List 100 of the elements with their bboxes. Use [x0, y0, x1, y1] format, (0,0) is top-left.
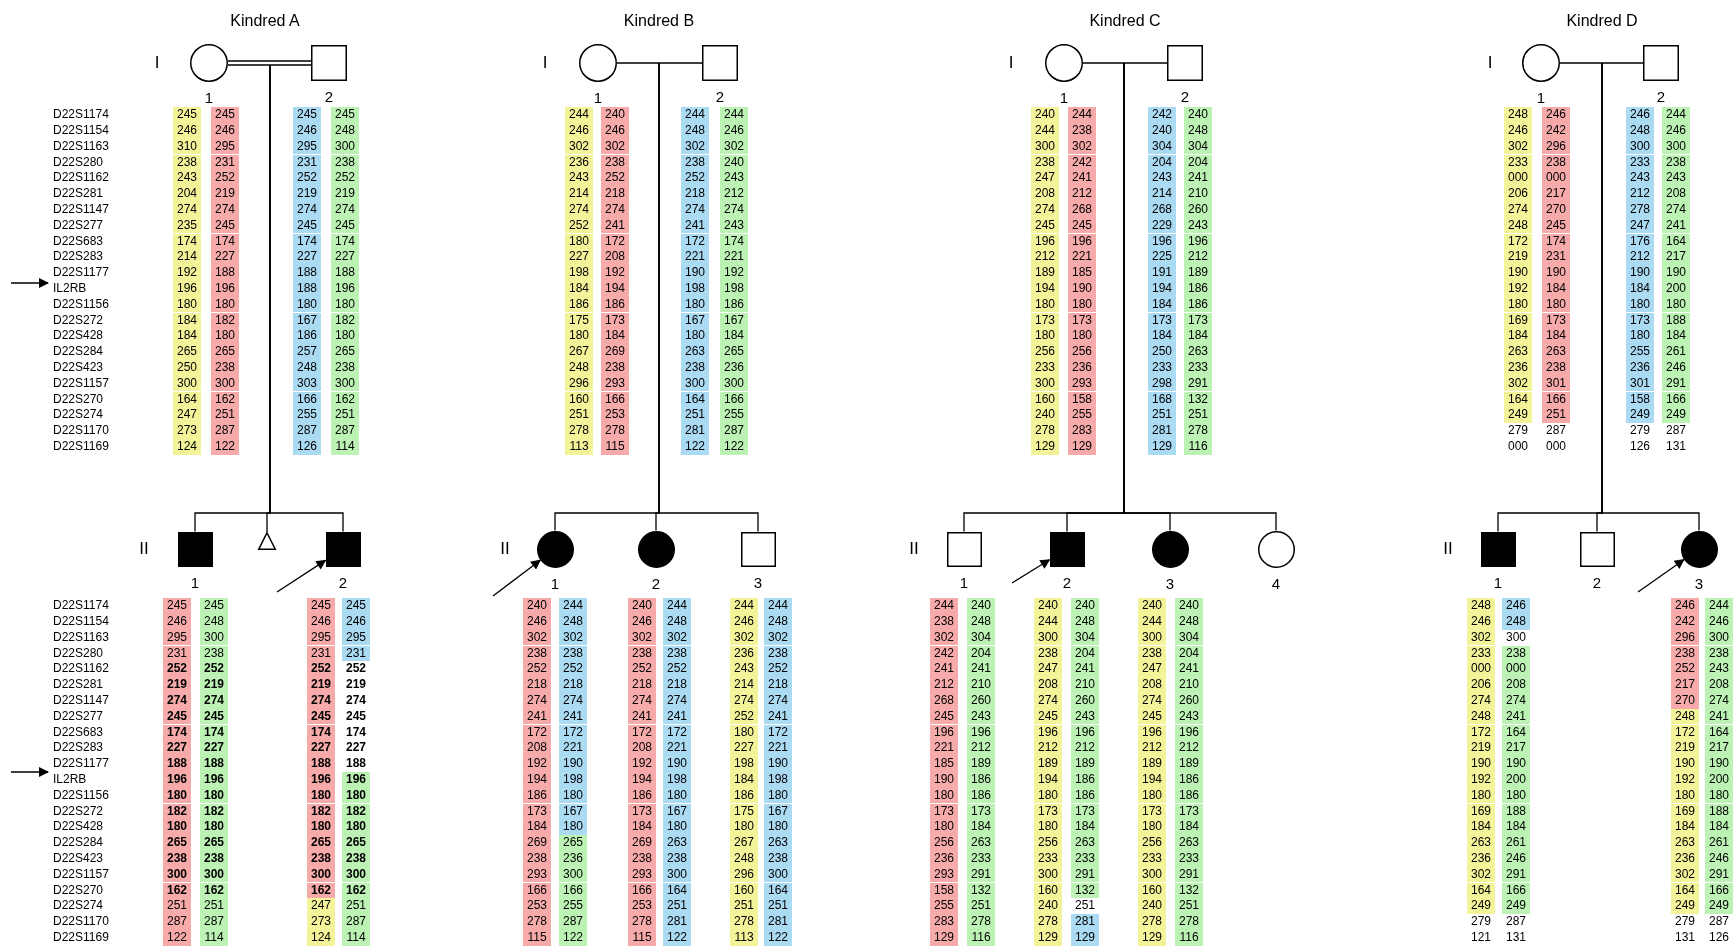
allele-cell: 240 [1138, 898, 1166, 915]
allele-cell: 169 [1467, 803, 1495, 820]
allele-cell: 219 [1504, 249, 1532, 266]
allele-cell: 240 [628, 598, 656, 614]
allele-cell: 186 [293, 328, 321, 345]
marker-name: D22S277 [53, 708, 104, 725]
allele-cell: 182 [163, 803, 191, 820]
allele-cell: 219 [211, 186, 239, 202]
allele-cell: 164 [681, 391, 709, 408]
kindred-title: Kindred D [1566, 12, 1638, 30]
allele-cell: 180 [1031, 328, 1059, 345]
allele-cell: 189 [1184, 265, 1212, 281]
allele-cell: 221 [764, 740, 792, 757]
allele-cell: 251 [681, 407, 709, 424]
allele-cell: 173 [1148, 312, 1176, 329]
allele-cell: 184 [967, 819, 995, 836]
allele-cell: 158 [930, 882, 958, 899]
allele-cell: 251 [211, 407, 239, 424]
allele-cell: 184 [1671, 819, 1699, 836]
allele-cell: 218 [523, 677, 551, 693]
allele-cell: 248 [1504, 107, 1532, 123]
allele-cell: 185 [1068, 265, 1096, 281]
allele-cell: 188 [163, 756, 191, 772]
allele-cell: 180 [730, 819, 758, 836]
allele-cell: 243 [173, 170, 201, 187]
allele-cell-text: 126 [1629, 438, 1651, 455]
individual-number: 1 [204, 88, 214, 106]
allele-cell: 166 [523, 882, 551, 899]
allele-cell: 164 [764, 882, 792, 899]
allele-cell: 208 [1031, 186, 1059, 202]
allele-cell: 252 [1671, 661, 1699, 678]
allele-cell: 166 [293, 391, 321, 408]
allele-cell: 196 [342, 771, 370, 788]
allele-cell: 180 [307, 819, 335, 836]
allele-cell: 173 [523, 803, 551, 820]
allele-cell: 247 [1138, 661, 1166, 678]
allele-cell: 219 [1467, 740, 1495, 757]
allele-cell: 180 [1138, 819, 1166, 836]
marker-name: D22S274 [53, 407, 104, 424]
allele-cell-text: 279 [1507, 423, 1529, 439]
allele-cell: 287 [293, 423, 321, 439]
allele-cell: 263 [663, 835, 691, 851]
marker-name: D22S1156 [53, 787, 109, 804]
allele-cell: 218 [663, 677, 691, 693]
allele-cell-text: 279 [1470, 914, 1492, 930]
allele-cell: 167 [663, 803, 691, 820]
allele-cell: 263 [1175, 835, 1203, 851]
allele-cell: 278 [601, 423, 629, 439]
allele-cell: 162 [307, 882, 335, 899]
individual-number: 4 [1271, 574, 1281, 591]
allele-cell: 208 [523, 740, 551, 757]
allele-cell: 219 [307, 677, 335, 693]
allele-cell: 263 [1504, 344, 1532, 360]
allele-cell: 212 [1626, 249, 1654, 266]
individual-number: 1 [190, 573, 200, 590]
allele-cell: 244 [1705, 598, 1733, 614]
allele-cell: 240 [1071, 598, 1099, 614]
marker-name: D22S423 [53, 850, 104, 867]
allele-cell: 174 [173, 233, 201, 250]
marker-name: D22S1170 [53, 423, 109, 439]
allele-cell: 132 [1071, 882, 1099, 899]
allele-cell: 214 [173, 249, 201, 266]
allele-cell: 166 [559, 882, 587, 899]
allele-cell: 244 [1662, 107, 1690, 123]
allele-cell-text: 287 [1545, 423, 1567, 439]
allele-cell: 132 [1184, 391, 1212, 408]
allele-cell-text: 000 [1545, 438, 1567, 455]
allele-cell: 184 [173, 328, 201, 345]
allele-cell: 206 [1504, 186, 1532, 202]
allele-cell: 253 [523, 898, 551, 915]
generation-label: II [500, 539, 510, 559]
marker-name: D22S1163 [53, 629, 109, 646]
allele-cell: 174 [163, 724, 191, 741]
allele-cell: 217 [1671, 677, 1699, 693]
allele-cell: 238 [1138, 645, 1166, 662]
allele-cell: 185 [930, 756, 958, 772]
marker-name: D22S1177 [53, 265, 109, 281]
female-symbol [1045, 44, 1083, 82]
allele-cell: 243 [1662, 170, 1690, 187]
allele-cell: 248 [1467, 598, 1495, 614]
allele-cell: 164 [1467, 882, 1495, 899]
allele-cell: 180 [1626, 328, 1654, 345]
female-symbol [1151, 530, 1189, 568]
allele-cell: 242 [930, 645, 958, 662]
allele-cell: 173 [628, 803, 656, 820]
allele-cell: 278 [565, 423, 593, 439]
allele-cell: 219 [163, 677, 191, 693]
allele-cell: 000 [1502, 661, 1530, 678]
allele-cell: 255 [720, 407, 748, 424]
allele-cell: 184 [173, 312, 201, 329]
allele-cell: 189 [1031, 265, 1059, 281]
allele-cell: 218 [681, 186, 709, 202]
allele-cell: 000 [1504, 170, 1532, 187]
marker-name: D22S1147 [53, 692, 109, 709]
allele-cell: 238 [200, 645, 228, 662]
allele-cell: 278 [1034, 914, 1062, 930]
allele-cell: 192 [523, 756, 551, 772]
allele-cell: 265 [342, 835, 370, 851]
allele-cell: 251 [342, 898, 370, 915]
male-symbol [946, 531, 982, 567]
